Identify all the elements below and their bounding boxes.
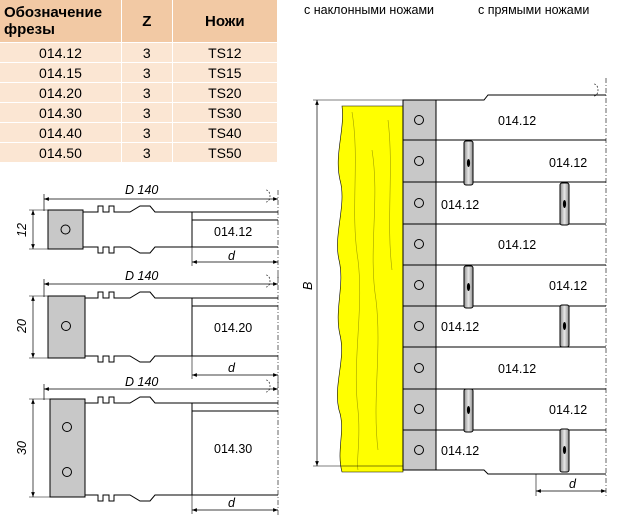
knife-12: [47, 209, 84, 250]
cutter-profile-30: D 140 30 014.30 d: [15, 375, 279, 516]
cell-knives: TS50: [172, 142, 279, 162]
header-designation: Обозначение фрезы: [0, 0, 122, 43]
cell-z: 3: [121, 62, 173, 83]
cell-z: 3: [121, 82, 173, 103]
b-dimension-label: B: [301, 282, 315, 290]
cell-knives: TS15: [172, 62, 279, 83]
height-label-20: 20: [15, 319, 29, 334]
height-label-30: 30: [15, 441, 29, 455]
cell-knives: TS40: [172, 122, 279, 143]
table-row: 014.40 3 TS40: [0, 122, 279, 143]
table-header-row: Обозначение фрезы Z Ножи: [0, 0, 279, 43]
inclined-knives-title: с наклонными ножами: [304, 3, 434, 17]
code-label-12: 014.12: [441, 320, 479, 334]
screw-icon: [414, 404, 424, 414]
code-label-12: 014.12: [498, 362, 536, 376]
screw-icon: [414, 156, 424, 166]
cell-z: 3: [121, 142, 173, 162]
code-label-12: 014.12: [441, 444, 479, 458]
header-z: Z: [121, 0, 173, 43]
cell-z: 3: [121, 102, 173, 123]
cutter-stack-assembly: с наклонными ножами с прямыми ножами B: [301, 3, 607, 498]
d-label: d: [569, 477, 577, 491]
cell-z: 3: [121, 122, 173, 143]
height-label-12: 12: [15, 223, 29, 237]
workpiece: [337, 105, 404, 473]
header-knives: Ножи: [172, 0, 279, 43]
code-label-12: 014.12: [498, 114, 536, 128]
diameter-label: D 140: [125, 183, 158, 197]
table-row: 014.15 3 TS15: [0, 62, 279, 83]
code-label-12: 014.12: [214, 225, 252, 239]
diameter-label: D 140: [125, 375, 158, 389]
knife-20: [47, 295, 86, 359]
cell-z: 3: [121, 42, 173, 63]
screw-icon: [414, 239, 424, 249]
code-label-12: 014.12: [549, 403, 587, 417]
d-label: d: [228, 361, 236, 375]
screw-icon: [414, 198, 424, 208]
cell-designation: 014.20: [0, 82, 122, 103]
table-row: 014.50 3 TS50: [0, 142, 279, 162]
knife-30: [49, 398, 86, 498]
screw-icon: [414, 280, 424, 290]
code-label-12: 014.12: [549, 279, 587, 293]
cell-knives: TS12: [172, 42, 279, 63]
cell-designation: 014.40: [0, 122, 122, 143]
straight-knives-title: с прямыми ножами: [478, 3, 589, 17]
cutter-spec-table: Обозначение фрезы Z Ножи 014.12 3 TS12 0…: [0, 0, 279, 162]
screw-icon: [414, 363, 424, 373]
code-label-12: 014.12: [498, 238, 536, 252]
table-row: 014.20 3 TS20: [0, 82, 279, 103]
cell-designation: 014.50: [0, 142, 122, 162]
table-row: 014.30 3 TS30: [0, 102, 279, 123]
d-label: d: [228, 496, 236, 510]
code-label-12: 014.12: [441, 198, 479, 212]
screw-icon: [62, 467, 72, 477]
cell-designation: 014.30: [0, 102, 122, 123]
code-label-12: 014.12: [549, 156, 587, 170]
cell-knives: TS20: [172, 82, 279, 103]
cell-knives: TS30: [172, 102, 279, 123]
screw-icon: [60, 224, 71, 235]
screw-icon: [414, 115, 424, 125]
cell-designation: 014.12: [0, 42, 122, 63]
cutter-profile-12: D 140 12 014.12 d: [15, 183, 279, 282]
cell-designation: 014.15: [0, 62, 122, 83]
cutter-profile-20: D 140 20 014.20 d: [15, 269, 279, 388]
inclined-knives: [463, 140, 474, 433]
screw-icon: [62, 422, 72, 432]
screw-icon: [414, 321, 424, 331]
diameter-label: D 140: [125, 269, 158, 283]
screw-icon: [61, 321, 71, 331]
d-label: d: [228, 249, 236, 263]
code-label-20: 014.20: [214, 321, 252, 335]
screw-icon: [414, 445, 424, 455]
straight-knives: [559, 182, 570, 473]
code-label-30: 014.30: [214, 442, 252, 456]
table-row: 014.12 3 TS12: [0, 42, 279, 63]
